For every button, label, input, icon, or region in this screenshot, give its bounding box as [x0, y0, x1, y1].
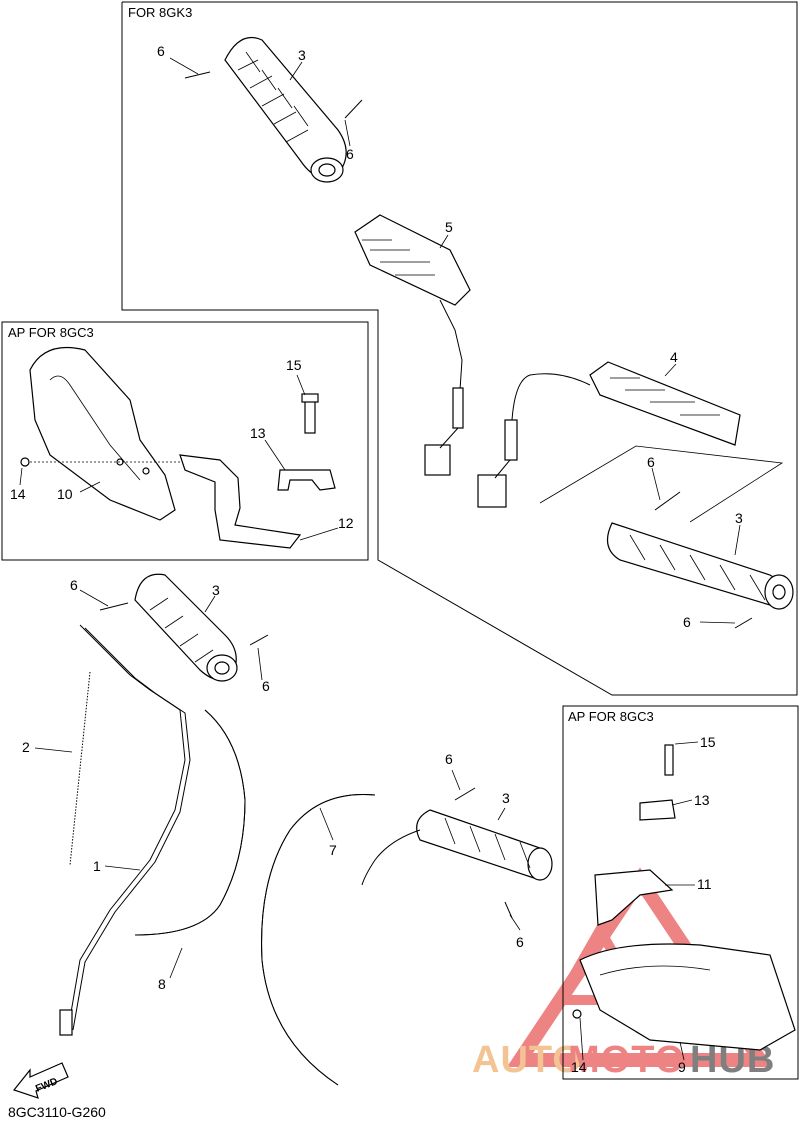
- label-15: 15: [700, 734, 716, 750]
- label-5: 5: [445, 219, 453, 235]
- box-header-left: AP FOR 8GC3: [8, 325, 94, 340]
- label-6: 6: [516, 934, 524, 950]
- label-3: 3: [502, 790, 510, 806]
- label-15: 15: [286, 357, 302, 373]
- clamp-13-right: [639, 744, 676, 821]
- watermark-moto: MOTO: [568, 1039, 685, 1081]
- handguard-9: [579, 943, 796, 1051]
- grip-left-lower: [134, 573, 238, 682]
- label-11: 11: [697, 876, 712, 892]
- hose-8: [134, 709, 246, 936]
- label-1: 1: [93, 858, 101, 874]
- label-4: 4: [670, 349, 678, 365]
- pins-6: [99, 71, 753, 919]
- label-3: 3: [735, 510, 743, 526]
- label-12: 12: [338, 515, 354, 531]
- grip-right-lower: [361, 809, 553, 886]
- label-13: 13: [694, 792, 710, 808]
- label-14: 14: [571, 1059, 587, 1075]
- throttle-cable-1: [67, 624, 186, 1031]
- leader-lines: [19, 57, 741, 1061]
- box-header-right: AP FOR 8GC3: [568, 709, 654, 724]
- label-6: 6: [262, 678, 270, 694]
- part-labels: 6 3 6 5 4 6 3 6 15 13 14 10 12 6 3 6 2 1…: [10, 43, 743, 1075]
- label-10: 10: [57, 486, 73, 502]
- label-6: 6: [445, 751, 453, 767]
- box-outlines: [1, 1, 799, 1080]
- heater-element-4: [477, 361, 741, 508]
- bracket-11: [594, 869, 674, 926]
- box-header-top: FOR 8GK3: [128, 5, 192, 20]
- hose-7: [261, 793, 376, 1086]
- label-6: 6: [346, 146, 354, 162]
- screw-14-right: [572, 1009, 582, 1019]
- label-13: 13: [250, 425, 266, 441]
- label-3: 3: [298, 47, 306, 63]
- label-6: 6: [647, 454, 655, 470]
- label-14: 14: [10, 486, 26, 502]
- label-9: 9: [678, 1059, 686, 1075]
- screw-14-left: [20, 457, 30, 467]
- label-7: 7: [329, 842, 337, 858]
- grip-right-top: [606, 522, 794, 610]
- handguard-10: [29, 346, 176, 521]
- watermark-auto: AUTO: [472, 1039, 583, 1081]
- clamp-13-left: [277, 393, 336, 491]
- label-3: 3: [212, 582, 220, 598]
- grip-top: [224, 36, 347, 183]
- bracket-12: [179, 454, 302, 549]
- heater-element-5: [354, 214, 471, 476]
- label-6: 6: [157, 43, 165, 59]
- diagram-code: 8GC3110-G260: [8, 1104, 106, 1120]
- label-8: 8: [158, 976, 166, 992]
- fwd-arrow-icon: FWD: [12, 1062, 69, 1099]
- label-2: 2: [22, 739, 30, 755]
- spring-2: [69, 671, 91, 866]
- label-6: 6: [683, 614, 691, 630]
- label-6: 6: [70, 577, 78, 593]
